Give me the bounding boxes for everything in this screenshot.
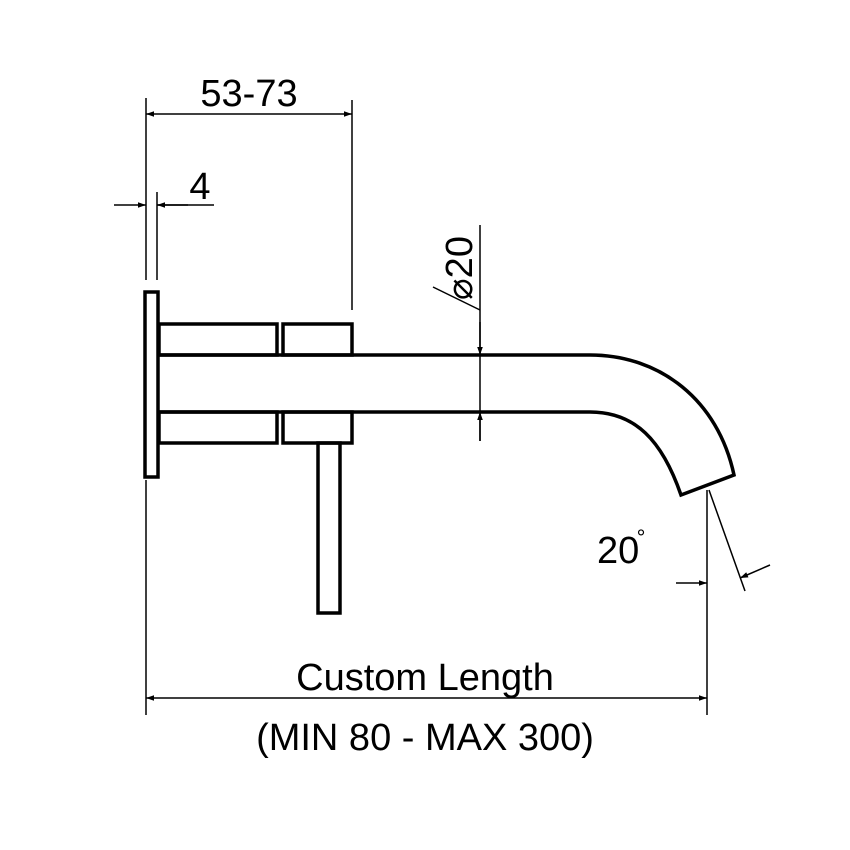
diameter-dimension — [432, 225, 483, 441]
length-dimension — [145, 480, 707, 715]
diameter-label: ⌀20 — [439, 236, 481, 300]
length-label: Custom Length — [296, 657, 554, 699]
degree-symbol: ° — [637, 525, 646, 550]
length-range: (MIN 80 - MAX 300) — [256, 717, 594, 759]
plate-thickness-dimension — [114, 192, 214, 280]
wall-plate — [143, 290, 160, 479]
angle-dimension — [676, 489, 771, 715]
lever-handle — [316, 441, 342, 615]
angle-label: 20 — [597, 530, 639, 572]
depth-dimension — [145, 98, 353, 310]
body-collars — [157, 322, 354, 445]
depth-range-label: 53-73 — [200, 73, 297, 115]
spout — [159, 353, 737, 498]
plate-thickness-label: 4 — [189, 166, 210, 208]
